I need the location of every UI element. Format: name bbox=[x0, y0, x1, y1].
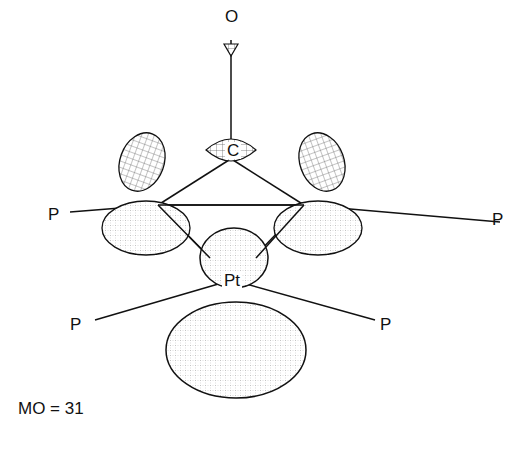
atom-label: P bbox=[380, 316, 391, 333]
atom-label: O bbox=[225, 8, 238, 25]
atom-label: P bbox=[70, 316, 81, 333]
atom-label: P bbox=[492, 211, 503, 228]
atom-label: P bbox=[48, 206, 59, 223]
atom-label: C bbox=[225, 142, 241, 159]
atom-label: Pt bbox=[222, 272, 242, 289]
orbital-number: MO = 31 bbox=[18, 400, 84, 417]
